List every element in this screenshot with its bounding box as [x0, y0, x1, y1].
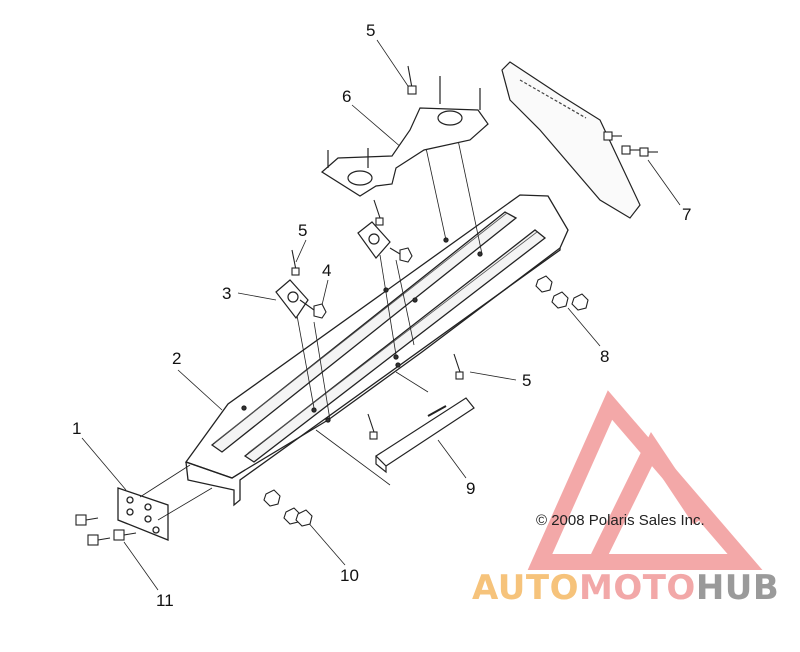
- callout-4: 4: [322, 261, 332, 280]
- callout-8: 8: [600, 347, 610, 366]
- leader-lines: [81, 39, 681, 591]
- callout-10: 10: [340, 566, 359, 585]
- callout-11: 11: [156, 591, 174, 610]
- watermark-logo-icon: [527, 390, 763, 570]
- callout-3: 3: [222, 284, 232, 303]
- callout-7: 7: [682, 205, 692, 224]
- front-plate-part: [117, 487, 169, 541]
- skid-plate-part: [184, 194, 569, 507]
- callout-1: 1: [72, 419, 82, 438]
- callout-5-top: 5: [366, 21, 376, 40]
- side-guard-part: [501, 61, 641, 219]
- upper-bracket-part: [320, 76, 489, 197]
- watermark-hub: HUB: [695, 568, 780, 608]
- fastener-parts: [75, 65, 658, 546]
- callout-2: 2: [172, 349, 182, 368]
- watermark-auto: AUTO: [472, 568, 579, 608]
- watermark-moto: MOTO: [578, 568, 696, 608]
- callout-6: 6: [342, 87, 352, 106]
- mount-bracket-part: [275, 221, 391, 320]
- lower-bracket-part: [375, 397, 475, 474]
- watermark-text: AUTOMOTOHUB: [472, 568, 779, 608]
- copyright-notice: © 2008 Polaris Sales Inc.: [536, 512, 705, 529]
- callout-5-left: 5: [298, 221, 308, 240]
- callout-5-right: 5: [522, 371, 532, 390]
- callout-9: 9: [466, 479, 476, 498]
